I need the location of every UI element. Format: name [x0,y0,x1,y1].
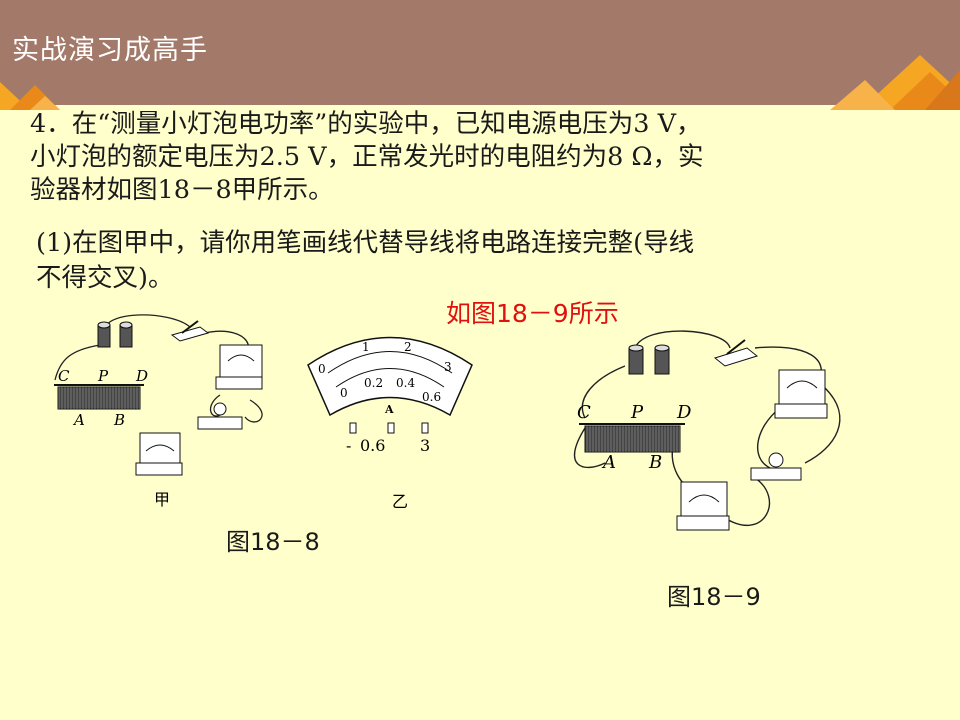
part1-line-2: 不得交叉)。 [36,263,174,293]
rheostat-label-d: D [135,367,148,385]
scale-bottom-2: 0.4 [396,376,415,390]
rheostat-label-c: C [577,402,591,423]
scale-bottom-0: 0 [340,386,348,400]
question-line-3: 验器材如图18－8甲所示。 [30,175,334,205]
rheostat-icon: C P D A B [577,402,692,473]
rheostat-label-b: B [113,411,125,429]
terminal-3: 3 [420,436,430,455]
voltmeter-icon [774,369,828,419]
rheostat-label-p: P [630,402,644,423]
header-decoration-left [0,82,60,110]
rheostat-label-a: A [601,452,616,473]
slide-title: 实战演习成高手 [12,35,208,66]
switch-icon [170,320,210,342]
header-decoration-right [830,55,960,110]
scale-top-0: 0 [318,362,326,376]
figure-18-8-yi: 0 1 2 3 0 0.2 0.4 0.6 A - 0.6 3 乙 [307,336,473,511]
rheostat-label-p: P [97,367,109,385]
voltmeter-icon [215,344,263,390]
rheostat-label-b: B [648,452,662,473]
scale-bottom-1: 0.2 [364,376,383,390]
rheostat-icon: C P D A B [54,367,148,429]
figure-18-9: C P D A B [573,330,841,531]
lamp-icon [197,402,243,430]
battery-icon [628,344,670,375]
panel-label-jia: 甲 [154,490,170,509]
rheostat-label-a: A [72,411,85,429]
answer-note: 如图18－9所示 [446,299,619,328]
lamp-icon [750,452,802,481]
ammeter-icon [676,481,730,531]
panel-label-yi: 乙 [392,492,408,511]
rheostat-label-c: C [58,367,70,385]
scale-top-3: 3 [444,360,452,374]
question-line-1: 4．在“测量小灯泡电功率”的实验中，已知电源电压为3 V， [30,109,702,139]
caption-18-9: 图18－9 [667,583,761,611]
slide-header: 实战演习成高手 [0,0,960,110]
part1-line-1: (1)在图甲中，请你用笔画线代替导线将电路连接完整(导线 [36,228,695,258]
ammeter-icon [135,432,183,476]
scale-top-1: 1 [362,340,370,354]
terminal-minus: - [346,436,351,455]
ammeter-unit: A [384,403,394,416]
battery-icon [97,321,133,348]
question-line-2: 小灯泡的额定电压为2.5 V，正常发光时的电阻约为8 Ω，实 [30,142,704,172]
switch-icon [713,339,759,367]
scale-top-2: 2 [404,340,412,354]
terminal-0.6: 0.6 [360,436,385,455]
scale-bottom-3: 0.6 [422,390,441,404]
caption-18-8: 图18－8 [226,528,320,556]
rheostat-label-d: D [676,402,692,423]
figure-18-8-jia: C P D A B 甲 [54,314,263,509]
